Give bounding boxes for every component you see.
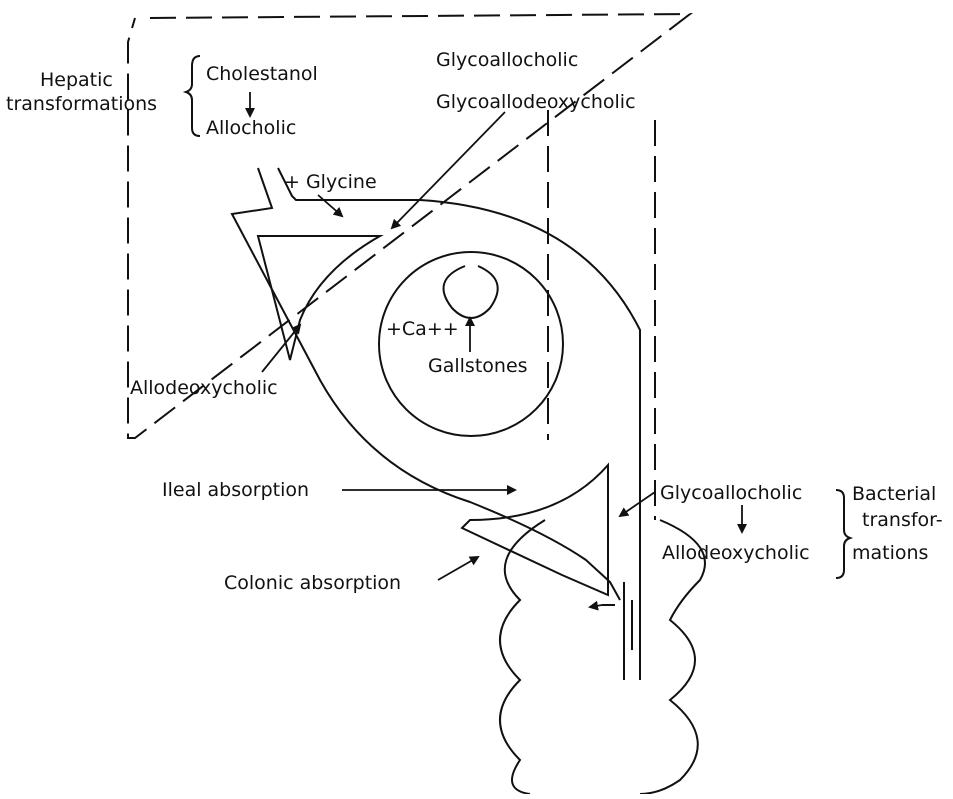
glycoallocholic-top-label: Glycoallocholic [436,49,578,71]
allodeoxycholic-left-arrow [262,325,300,372]
bile-duct-outer [232,168,620,600]
gallstones-label: Gallstones [428,355,528,377]
allodeoxycholic-bottom-label: Allodeoxycholic [662,542,810,564]
hepatic-brace [186,56,200,136]
glycine-arrow [318,195,342,216]
hepatic-label-line2: transformations [6,93,157,115]
bacterial-brace [836,490,850,578]
hepatic-label-line1: Hepatic [40,69,113,91]
cholestanol-label: Cholestanol [206,63,318,85]
glycoallocholic-bottom-label: Glycoallocholic [660,482,802,504]
colonic-absorption-arrow [438,557,478,580]
bacterial-label-line1: Bacterial [852,483,936,505]
colon-exit-arrow [590,605,602,607]
bacterial-label-line3: mations [852,542,928,564]
glycoallocholic-bottom-arrow [620,492,655,516]
calcium-label: +Ca++ [386,318,459,340]
gallstone-bulge [444,266,498,318]
glycoallodeoxycholic-top-label: Glycoallodeoxycholic [436,91,636,113]
ileal-absorption-label: Ileal absorption [162,479,309,501]
allodeoxycholic-left-label: Allodeoxycholic [130,377,278,399]
gallbladder-circle [379,252,563,436]
allocholic-label: Allocholic [206,117,296,139]
bacterial-label-line2: transfor- [862,509,943,531]
colonic-absorption-label: Colonic absorption [224,572,401,594]
colon-channel [602,582,632,680]
bile-duct-inner [278,168,640,680]
glycine-label: + Glycine [284,171,377,193]
